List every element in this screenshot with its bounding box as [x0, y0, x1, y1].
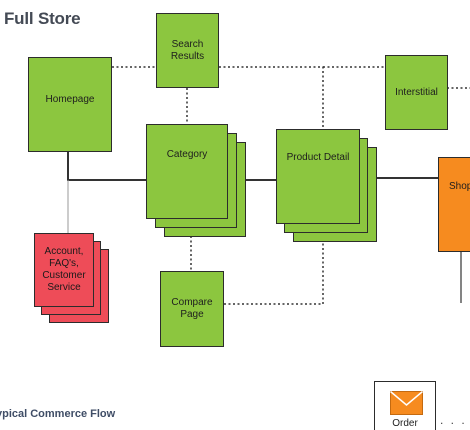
node-interstitial: Interstitial: [385, 55, 448, 130]
node-compare-page-label: Compare Page: [171, 297, 213, 320]
diagram-subtitle: ypical Commerce Flow: [0, 408, 116, 420]
connector-homepage-category: [67, 152, 147, 181]
envelope-icon: [390, 391, 423, 415]
connector-compare-product: [224, 242, 324, 305]
continuation-dots: . . . .: [440, 413, 467, 430]
node-homepage: Homepage: [28, 57, 112, 152]
node-order: Order: [374, 381, 436, 430]
node-shop-label: Shop: [449, 181, 470, 192]
node-category: Category: [146, 124, 228, 219]
node-category-label: Category: [166, 149, 208, 160]
node-order-label: Order: [392, 418, 418, 429]
node-homepage-label: Homepage: [45, 94, 95, 105]
node-account-faq: Account, FAQ's, Customer Service: [34, 233, 94, 307]
node-shop: Shop: [438, 157, 470, 252]
diagram-title: Full Store: [4, 9, 81, 28]
node-interstitial-label: Interstitial: [395, 86, 438, 98]
node-search-results-label: Search Results: [170, 38, 205, 62]
connector-search-product: [219, 66, 324, 128]
node-search-results: Search Results: [156, 13, 219, 88]
node-compare-page: Compare Page: [160, 271, 224, 347]
node-product-detail-label: Product Detail: [286, 152, 350, 163]
node-account-faq-label: Account, FAQ's, Customer Service: [42, 246, 86, 293]
node-product-detail: Product Detail: [276, 129, 360, 224]
